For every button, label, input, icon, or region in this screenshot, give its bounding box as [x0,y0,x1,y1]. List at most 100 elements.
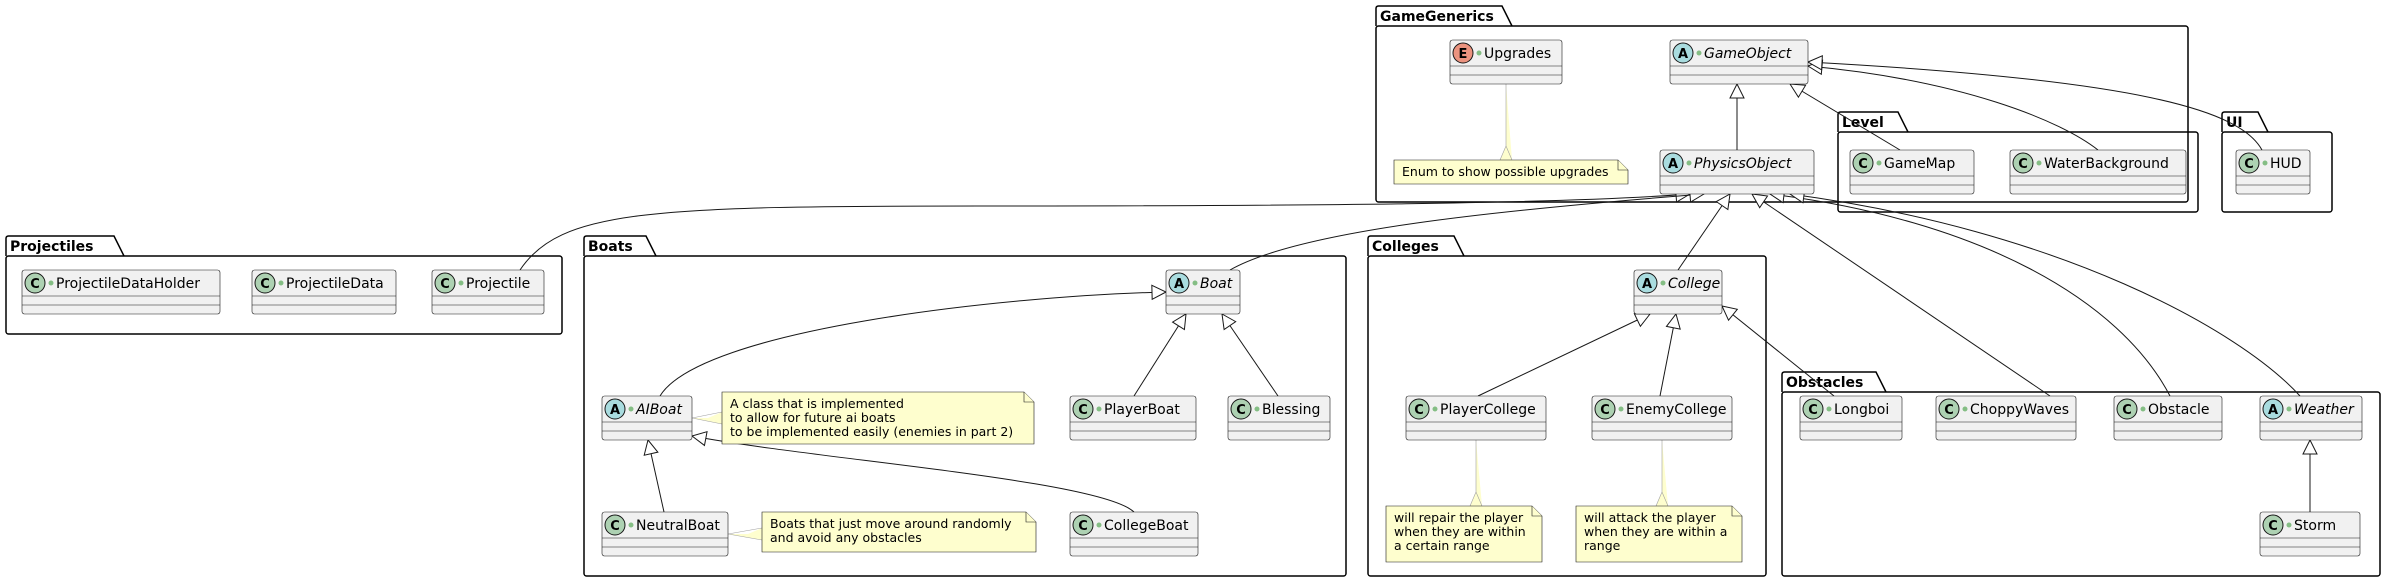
abstract-class-icon: A [1168,272,1190,294]
stereotype-letter: A [2268,403,2278,418]
relation-line [1721,305,1835,397]
class-icon: C [2262,514,2284,536]
package-frame [1837,131,2199,213]
class-icon: C [1852,152,1874,174]
stereotype-letter: A [1678,47,1688,62]
class-box [2259,395,2363,441]
class-name: CollegeBoat [1104,518,1189,534]
extends-arrowhead [1151,284,1168,301]
package-frame [2221,131,2333,213]
class-enemy-college[interactable]: C EnemyCollege [1591,395,1733,441]
package-frame [583,255,1347,577]
abstract-class-icon: A [1672,42,1694,64]
extends-arrowhead [1171,313,1187,331]
package-title: Obstacles [1786,375,1863,391]
note-line: A class that is implemented [730,396,904,411]
stereotype-letter: C [1600,403,1610,418]
note-body [1385,505,1543,563]
class-box [1405,395,1547,441]
stereotype-letter: C [2122,403,2132,418]
class-college-boat[interactable]: C CollegeBoat [1069,511,1199,557]
package-title: Boats [588,239,633,255]
stereotype-letter: A [1174,277,1184,292]
relation-line [1789,193,2301,397]
class-name: WaterBackground [2044,156,2169,172]
class-icon: C [434,272,456,294]
relation-college-extends-physics-object [1677,193,1731,271]
class-icon: C [1072,514,1094,536]
relation-longboi-extends-college [1721,305,1835,397]
public-visibility-icon [2286,522,2292,528]
extends-arrowhead [1221,313,1237,331]
stereotype-letter: C [440,277,450,292]
public-visibility-icon [2286,406,2292,412]
stereotype-letter: C [2244,157,2254,172]
class-name: NeutralBoat [636,518,720,534]
relation-ai-boat-extends-boat [659,284,1168,397]
relation-line [1789,83,1901,151]
note-line: when they are within [1394,524,1526,539]
relation-line [1677,193,1731,271]
class-game-map[interactable]: C GameMap [1849,149,1975,195]
note-line: Boats that just move around randomly [770,516,1012,531]
package-tab [1781,371,1887,393]
note-fold [1617,160,1628,171]
class-icon: C [24,272,46,294]
public-visibility-icon [1192,280,1198,286]
class-name: Boat [1200,276,1233,292]
extends-arrowhead [1721,305,1739,322]
note-body [761,511,1037,553]
class-icon: C [254,272,276,294]
class-box [601,511,729,557]
class-icon: C [2116,398,2138,420]
relation-line [1221,313,1279,397]
class-box [2113,395,2223,441]
class-name: AIBoat [635,402,682,418]
class-boat[interactable]: A Boat [1165,269,1241,315]
package-title: GameGenerics [1380,9,1494,25]
class-box [1069,511,1199,557]
public-visibility-icon [1254,406,1260,412]
note-body [721,391,1035,445]
relation-line [519,193,1691,271]
class-name: GameObject [1704,46,1792,62]
note-line: will repair the player [1394,510,1524,525]
note-connector-line [691,411,723,425]
public-visibility-icon [1618,406,1624,412]
stereotype-letter: C [30,277,40,292]
note-line: a certain range [1394,538,1490,553]
note-connector-line [1655,440,1669,507]
stereotype-letter: A [1642,277,1652,292]
stereotype-letter: C [2268,519,2278,534]
class-name: EnemyCollege [1626,402,1727,418]
neutralboat-note: Boats that just move around randomlyand … [727,511,1037,553]
class-game-object[interactable]: A GameObject [1669,39,1809,85]
class-icon: C [1230,398,1252,420]
class-icon: C [1938,398,1960,420]
class-name: GameMap [1884,156,1955,172]
extends-arrowhead [643,438,659,456]
class-box [2259,511,2361,557]
